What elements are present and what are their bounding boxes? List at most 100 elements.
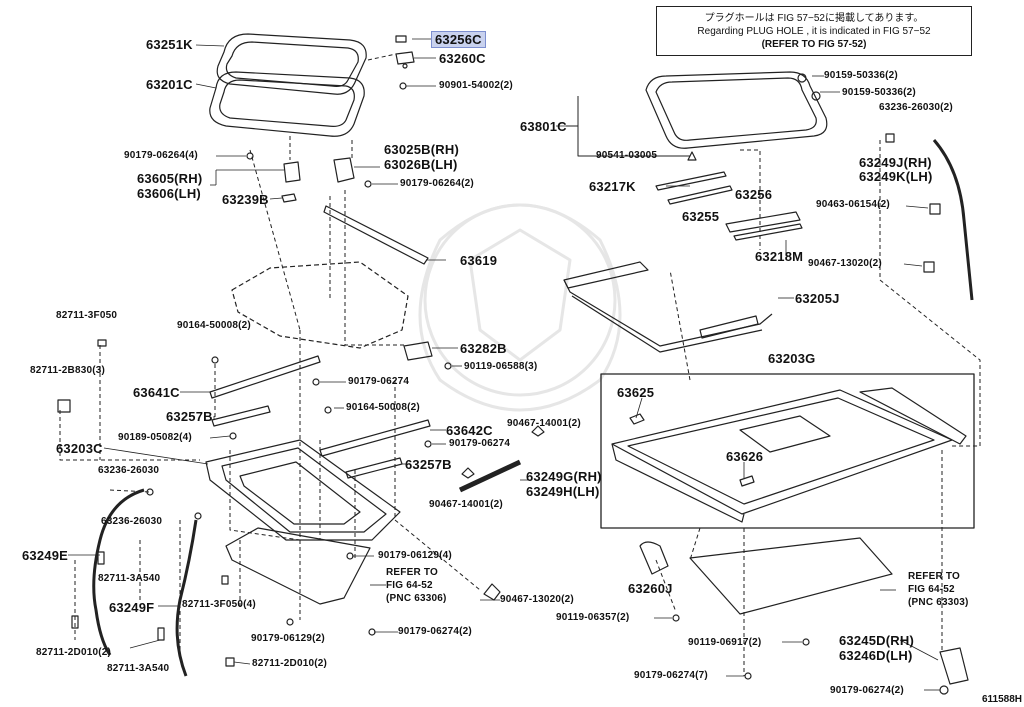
sunshade-63303: [689, 537, 893, 615]
label-90159-50336-a: 90159-50336(2): [824, 70, 898, 81]
strip-63255: [667, 185, 733, 205]
screw-90901: [399, 82, 407, 90]
assembly-box-63203g: [600, 373, 975, 529]
label-90901-54002: 90901-54002(2): [439, 80, 513, 91]
label-90179-06274-2b: 90179-06274(2): [830, 685, 904, 696]
plug-hole-note: プラグホールは FIG 57−52に掲載してあります。 Regarding PL…: [656, 6, 972, 56]
label-63282b: 63282B: [460, 341, 507, 356]
figure-code: 611588H: [981, 694, 1022, 705]
label-63619: 63619: [460, 253, 498, 268]
label-63249j: 63249J(RH): [859, 155, 932, 170]
label-63205j: 63205J: [795, 291, 840, 306]
label-90119-06357: 90119-06357(2): [556, 612, 630, 623]
strip-63256: [725, 211, 801, 233]
label-63249f: 63249F: [109, 600, 155, 615]
label-63236-26030-b: 63236-26030: [101, 516, 163, 527]
housing-63203g: [611, 387, 967, 523]
label-63203c: 63203C: [56, 441, 103, 456]
label-90179-06274-b: 90179-06274: [449, 438, 511, 449]
label-63605: 63605(RH): [137, 171, 203, 186]
label-63642c: 63642C: [446, 423, 493, 438]
label-63249e: 63249E: [22, 548, 69, 563]
label-90179-06129-4: 90179-06129(4): [378, 550, 452, 561]
note-english: Regarding PLUG HOLE , it is indicated in…: [697, 26, 931, 37]
label-63203g: 63203G: [768, 351, 816, 366]
label-82711-3f050-4: 82711-3F050(4): [182, 599, 256, 610]
label-90179-06129-2: 90179-06129(2): [251, 633, 325, 644]
frame-63205j: [563, 261, 773, 353]
label-63256c-highlighted[interactable]: 63256C: [431, 31, 486, 48]
label-63626: 63626: [726, 449, 764, 464]
label-82711-2d010-b: 82711-2D010(2): [252, 658, 328, 669]
label-63260j: 63260J: [628, 581, 673, 596]
refer-right-line2: FIG 64-52: [908, 584, 955, 595]
label-63251k: 63251K: [146, 37, 193, 52]
label-63256: 63256: [735, 187, 773, 202]
housing-63203c: [205, 439, 401, 541]
label-63201c: 63201C: [146, 77, 193, 92]
glass-63801c: [645, 71, 828, 149]
watermark-emblem: [418, 203, 622, 412]
label-90463-06154: 90463-06154(2): [816, 199, 890, 210]
hose-63249e: [92, 488, 145, 656]
label-63801c: 63801C: [520, 119, 567, 134]
refer-left-line3: (PNC 63306): [386, 593, 447, 604]
refer-right-line1: REFER TO: [908, 571, 960, 582]
label-63257b-a: 63257B: [166, 409, 213, 424]
label-63606: 63606(LH): [137, 186, 201, 201]
strip-63257b-a: [211, 405, 271, 427]
bracket-63605: [283, 161, 301, 183]
motor-63260j: [639, 541, 669, 575]
label-82711-2d010-a: 82711-2D010(2): [36, 647, 112, 658]
label-63249k: 63249K(LH): [859, 169, 933, 184]
rail-63642c: [319, 419, 431, 457]
label-63026b: 63026B(LH): [384, 157, 458, 172]
channel-63619: [323, 205, 429, 265]
strip-63257b-b: [345, 457, 403, 479]
seal-ring-63251k: [216, 33, 367, 95]
label-90159-50336-b: 90159-50336(2): [842, 87, 916, 98]
hose-63249f: [175, 519, 198, 677]
hose-63249j: [932, 139, 974, 301]
label-63025b: 63025B(RH): [384, 142, 459, 157]
rail-63641c: [209, 355, 321, 399]
label-82711-3f050: 82711-3F050: [56, 310, 118, 321]
bracket-63282b: [403, 341, 433, 361]
label-63249h: 63249H(LH): [526, 484, 600, 499]
label-82711-2b830: 82711-2B830(3): [30, 365, 106, 376]
label-90164-50008-b: 90164-50008(2): [346, 402, 420, 413]
label-63236-26030-2: 63236-26030(2): [879, 102, 953, 113]
label-90467-14001-b: 90467-14001(2): [429, 499, 503, 510]
note-reference: (REFER TO FIG 57-52): [761, 39, 867, 50]
label-90189-05082: 90189-05082(4): [118, 432, 192, 443]
label-90541-03005: 90541-03005: [596, 150, 658, 161]
label-90467-14001-a: 90467-14001(2): [507, 418, 581, 429]
label-90179-06274-2a: 90179-06274(2): [398, 626, 472, 637]
label-90179-06264-2: 90179-06264(2): [400, 178, 474, 189]
label-63239b: 63239B: [222, 192, 269, 207]
clip-63256c: [395, 35, 407, 43]
label-63641c: 63641C: [133, 385, 180, 400]
label-63236-26030-a: 63236-26030: [98, 465, 160, 476]
label-63217k: 63217K: [589, 179, 636, 194]
label-63257b-b: 63257B: [405, 457, 452, 472]
label-90179-06274-7: 90179-06274(7): [634, 670, 708, 681]
note-japanese: プラグホールは FIG 57−52に掲載してあります。: [704, 13, 924, 24]
bracket-63260c: [395, 51, 415, 69]
label-63260c: 63260C: [439, 51, 486, 66]
label-63625: 63625: [617, 385, 655, 400]
label-90164-50008-a: 90164-50008(2): [177, 320, 251, 331]
refer-left-line1: REFER TO: [386, 567, 438, 578]
label-63245d: 63245D(RH): [839, 633, 914, 648]
bracket-63245d: [939, 647, 969, 685]
label-90467-13020-a: 90467-13020(2): [500, 594, 574, 605]
bracket-63025b: [333, 157, 355, 183]
sunshade-63306: [225, 527, 371, 605]
label-90179-06274-a: 90179-06274: [348, 376, 410, 387]
label-63249g: 63249G(RH): [526, 469, 602, 484]
label-90467-13020-b: 90467-13020(2): [808, 258, 882, 269]
label-82711-3a540-b: 82711-3A540: [107, 663, 170, 674]
refer-right-line3: (PNC 63303): [908, 597, 969, 608]
